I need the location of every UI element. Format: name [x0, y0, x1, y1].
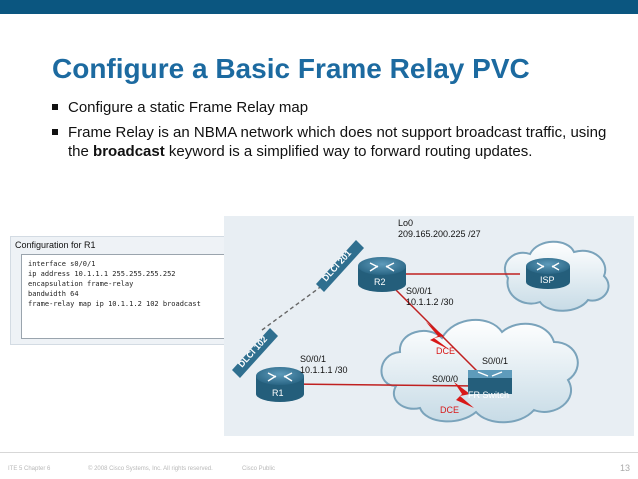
bullet-keyword: broadcast [93, 143, 165, 160]
switch-interface-top-label: S0/0/1 [482, 356, 508, 366]
bullet-square-icon [52, 104, 58, 110]
router-r1-icon [256, 367, 304, 402]
router-isp-icon [526, 258, 570, 289]
bullet-item: Configure a static Frame Relay map [52, 98, 612, 117]
serial-link-icon [426, 322, 450, 350]
bullet-text-pre: Frame Relay is an NBMA network which doe… [68, 124, 607, 160]
isp-label: ISP [540, 275, 555, 285]
fr-switch-label: FR Switch [468, 390, 509, 400]
r1-ip-label: 10.1.1.1 /30 [300, 365, 348, 375]
config-code-box: interface s0/0/1 ip address 10.1.1.1 255… [21, 254, 226, 339]
bullet-square-icon [52, 129, 58, 135]
r2-label: R2 [374, 277, 386, 287]
bullet-item: Frame Relay is an NBMA network which doe… [52, 123, 612, 161]
code-line: encapsulation frame-relay [28, 280, 134, 288]
footer: ITE 5 Chapter 6 © 2008 Cisco Systems, In… [0, 452, 638, 479]
dce-bottom-label: DCE [440, 405, 459, 415]
r1-interface-label: S0/0/1 [300, 354, 326, 364]
code-line: bandwidth 64 [28, 290, 79, 298]
footer-copyright: © 2008 Cisco Systems, Inc. All rights re… [88, 466, 213, 472]
lo0-label: Lo0 [398, 218, 413, 228]
page-number: 13 [620, 463, 631, 473]
serial-link-icon [454, 382, 474, 408]
footer-classification: Cisco Public [242, 466, 276, 472]
code-line: frame-relay map ip 10.1.1.2 102 broadcas… [28, 300, 201, 308]
link-r1-switch [287, 383, 479, 387]
bullet-text: Configure a static Frame Relay map [68, 99, 309, 116]
frame-relay-switch-icon [468, 370, 512, 394]
bullet-list: Configure a static Frame Relay map Frame… [52, 98, 612, 167]
r2-ip-label: 10.1.1.2 /30 [406, 297, 454, 307]
code-line: ip address 10.1.1.1 255.255.255.252 [28, 270, 176, 278]
code-line: interface s0/0/1 [28, 260, 96, 268]
footer-course: ITE 5 Chapter 6 [8, 466, 51, 472]
r2-interface-label: S0/0/1 [406, 286, 432, 296]
header-bar [0, 0, 638, 14]
r1-label: R1 [272, 388, 284, 398]
router-r2-icon [358, 257, 406, 292]
dce-top-label: DCE [436, 346, 455, 356]
config-panel: Configuration for R1 interface s0/0/1 ip… [10, 236, 228, 345]
lo0-ip-label: 209.165.200.225 /27 [398, 229, 481, 239]
config-title: Configuration for R1 [15, 240, 96, 250]
slide-title: Configure a Basic Frame Relay PVC [52, 53, 530, 84]
network-diagram: DLCI 201 DLCI 102 R2 ISP R1 FR Switch Lo… [224, 216, 634, 436]
switch-interface-left-label: S0/0/0 [432, 374, 458, 384]
bullet-text-post: keyword is a simplified way to forward r… [164, 143, 533, 160]
